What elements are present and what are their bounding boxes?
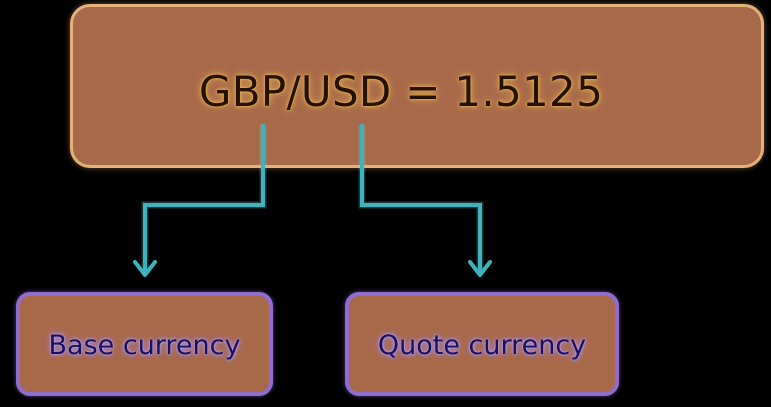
base-currency-box: Base currency xyxy=(16,292,273,396)
quote-connector-arrow xyxy=(358,124,492,277)
quote-currency-label: Quote currency xyxy=(377,329,587,361)
quote-currency-box: Quote currency xyxy=(345,292,619,396)
quote-arrowhead-icon xyxy=(468,260,492,277)
base-connector-arrow xyxy=(133,124,267,277)
base-arrowhead-icon xyxy=(133,260,157,277)
currency-pair-equation: GBP/USD = 1.5125 xyxy=(198,66,604,116)
base-currency-label: Base currency xyxy=(48,329,241,361)
currency-pair-box: GBP/USD = 1.5125 xyxy=(70,4,764,168)
